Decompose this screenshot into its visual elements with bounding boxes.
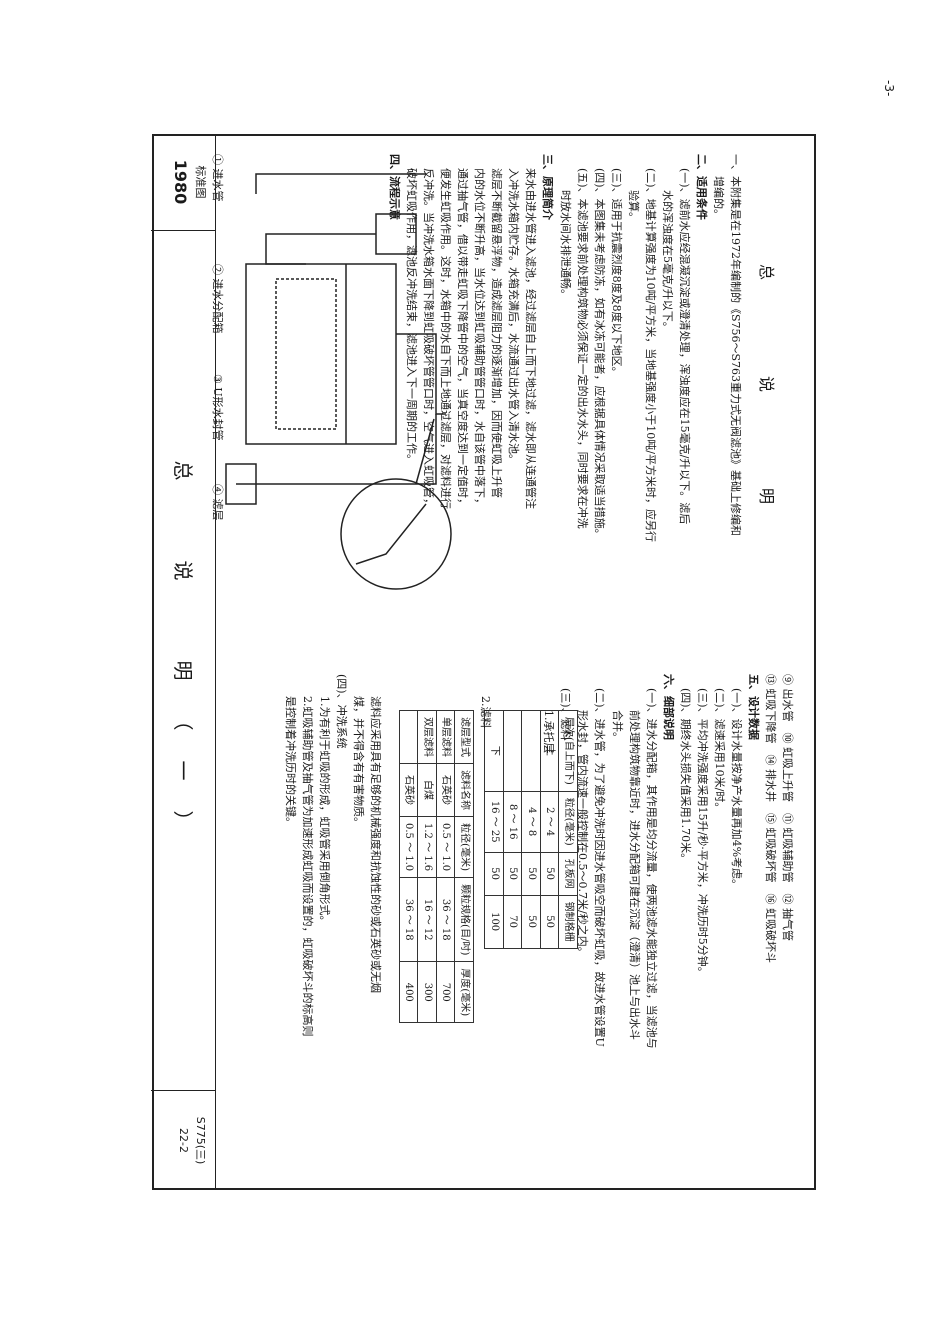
table-header: 粒径(毫米)	[455, 816, 474, 878]
text-line: 滤料应采用具有足够的机械强度和抗蚀性的砂或石英砂或无烟	[369, 674, 382, 993]
drain-well	[225, 463, 257, 505]
text-line: 来水由进水管进入滤池，经过滤层自上而下地过滤，滤水即从连通管注	[524, 168, 538, 509]
detail-circle	[340, 478, 452, 590]
text-line: 一、本附集是在1972年编制的《S756～S763重力式无阀滤池》基础上修编和	[729, 154, 742, 537]
table-header: 颗粒规格(目/吋)	[455, 877, 474, 962]
drawing-page: 22-2	[176, 1128, 190, 1153]
text-line: (四)、本图集未考虑防冻，如有冰冻可能者，应根据具体情况采取适当措施。	[592, 168, 606, 540]
title-block-left: 标准图 1980	[151, 134, 215, 230]
text-line: 内的水位不断升高，当水位达到虹吸辅助管管口时，水自该管中落下，	[473, 168, 487, 509]
text-line: 合并。	[610, 688, 624, 743]
text-line: 验算。	[626, 168, 640, 223]
filter-tank	[245, 263, 397, 445]
year-label: 1980	[170, 159, 190, 205]
inlet-pipe	[255, 173, 426, 194]
text-line: (三)、适用于抗震烈度8度及8度以下地区。	[609, 168, 623, 378]
title-block-code: S775(三) 22-2	[151, 1090, 215, 1190]
text-line: (二)、滤速采用10米/时。	[712, 688, 726, 814]
title-block: 标准图 1980 总 说 明（一） S775(三) 22-2	[151, 134, 216, 1190]
distribution-box	[375, 213, 417, 255]
table-header: 滤层型式	[455, 710, 474, 764]
table-header: 滤料名称	[455, 763, 474, 817]
table-header: 钢制格栅	[559, 895, 578, 949]
text-line: 通过抽气管，借以带走虹吸下降管中的空气，当真空度达到一定值时，	[456, 168, 470, 509]
text-line: 入冲洗水箱内贮存。水箱充满后，水流通过出水管入清水池。	[507, 168, 521, 465]
table-header: 厚度(毫米)	[455, 961, 474, 1023]
section-heading: 三、原理简介	[541, 154, 555, 220]
flow-diagram	[225, 173, 452, 590]
text-line: 前处理构筑物靠近时，进水分配箱可建在沉淀（澄清）池上与出水斗	[627, 688, 641, 1040]
text-line: 增编的。	[711, 154, 725, 220]
subsection-heading: 2.滤料	[479, 674, 492, 729]
siphon-pipe	[396, 333, 446, 415]
text-line: (五)、本滤池要求前处理构筑物必须保证一定的出水水头，同时要求在冲洗	[575, 168, 589, 529]
page-number: -3-	[882, 80, 896, 97]
text-line: 煤，并不得含有有害物质。	[351, 674, 365, 828]
right-column: ⑨ 出水管 ⑩ 虹吸上升管 ⑪ 虹吸辅助管 ⑫ 抽气管 ⑬ 虹吸下降管 ⑭ 排水…	[284, 674, 796, 1154]
drawing-frame	[152, 134, 816, 1190]
drawing-code: S775(三)	[194, 1116, 207, 1165]
text-line: 滤层不断截留悬浮物，造成滤层阻力的逐渐增加，因而使虹吸上升管	[490, 168, 504, 498]
title-block-name: 总 说 明（一）	[151, 230, 215, 1090]
text-line: (一)、进水分配箱，其作用是均分流量，使两池滤水能独立过滤，当滤池与	[644, 688, 658, 1049]
standard-label: 标准图	[194, 165, 207, 199]
text-line: 2.虹吸辅助管及抽气管为加速形成虹吸而设置的，虹吸破坏斗的标高则	[300, 674, 314, 1037]
text-line: (一)、滤前水应经混凝沉淀或澄清处理，浑浊度应在15毫克/升以下。滤后	[677, 168, 691, 525]
text-line: (二)、进水管，为了避免冲洗时因进水管吸空而破坏虹吸，故进水管设置U	[593, 688, 607, 1047]
text-line: 水的浑浊度在5毫克/升以下。	[660, 168, 674, 333]
text-line: 时放水间水排泄通畅。	[558, 168, 572, 300]
page-title: 总 说 明	[757, 263, 776, 544]
text-line: (二)、地基计算强度为10吨/平方米，当地基强度小于10吨/平方米时，应另行	[643, 168, 657, 542]
filter-layer	[275, 278, 337, 430]
text-line: 1.为有利于虹吸的形成，虹吸管采用倒角形式。	[317, 674, 331, 927]
legend-line: ⑨ 出水管 ⑩ 虹吸上升管 ⑪ 虹吸辅助管 ⑫ 抽气管	[781, 674, 794, 941]
legend-line: ⑬ 虹吸下降管 ⑭ 排水井 ⑮ 虹吸破坏管 ⑯ 虹吸破坏斗	[763, 674, 777, 963]
text-line: 是控制着冲洗历时的关键。	[283, 674, 297, 828]
text-line: (四)、冲洗系统	[334, 674, 348, 749]
text-line: (四)、期终水头损失值采用1.70米。	[678, 688, 692, 865]
section-heading: 二、适用条件	[694, 154, 708, 220]
table-header: 粒径(毫米)	[559, 791, 578, 853]
text-line: (一)、设计水量按净产水量再加4%考虑。	[729, 688, 743, 891]
filter-notes: 滤料应采用具有足够的机械强度和抗蚀性的砂或石英砂或无烟 煤，并不得含有有害物质。…	[282, 674, 384, 1037]
text-line: (三)、平均冲洗强度采用15升/秒·平方米，冲洗历时5分钟。	[695, 688, 709, 978]
drawing-sheet: 总 说 明 一、本附集是在1972年编制的《S756～S763重力式无阀滤池》基…	[151, 134, 816, 1190]
table-header: 层次(自上而下)	[559, 710, 578, 792]
filter-media-table: 滤层型式 滤料名称 粒径(毫米) 颗粒规格(目/吋) 厚度(毫米) 单层滤料石英…	[399, 710, 474, 1023]
section-heading: 五、设计数据	[746, 674, 760, 740]
table-header: 孔板网	[559, 852, 578, 896]
section-heading: 六、细部说明	[661, 674, 675, 740]
